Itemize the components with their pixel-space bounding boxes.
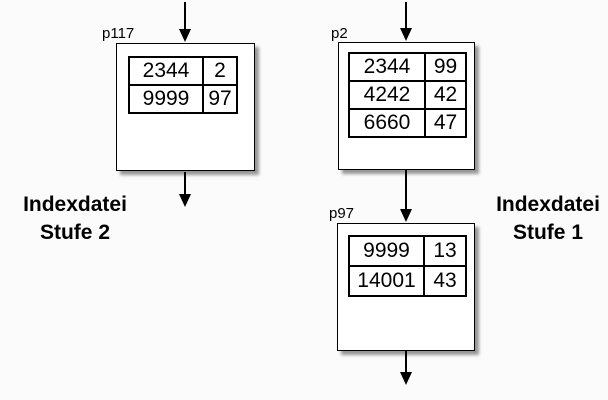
table-row: 9999 97: [128, 84, 238, 114]
node-box-p97: 9999 13 14001 43: [337, 223, 475, 351]
key-cell: 6660: [348, 108, 426, 138]
table-row: 9999 13: [348, 235, 467, 267]
arrow-head-icon: [400, 209, 412, 222]
key-cell: 9999: [128, 84, 204, 114]
arrow-p2-to-p97: [400, 170, 412, 222]
table-row: 6660 47: [348, 108, 467, 138]
caption-line-1: Indexdatei: [496, 193, 600, 216]
caption-line-2: Stufe 1: [512, 221, 583, 244]
key-cell: 2344: [128, 56, 204, 86]
caption-line-2: Stufe 2: [39, 221, 110, 244]
arrow-into-p2: [400, 2, 412, 41]
table-row: 2344 2: [128, 56, 238, 86]
table-row: 2344 99: [348, 52, 467, 82]
key-cell: 14001: [348, 265, 425, 297]
node-label-p97: p97: [329, 205, 355, 222]
node-label-p117: p117: [102, 25, 135, 42]
key-cell: 4242: [348, 80, 426, 110]
arrow-out-of-p117: [179, 172, 191, 207]
arrow-line: [405, 351, 407, 372]
node-box-p117: 2344 2 9999 97: [116, 43, 255, 171]
index-table-p97: 9999 13 14001 43: [348, 235, 467, 297]
arrow-head-icon: [179, 194, 191, 207]
arrow-head-icon: [400, 28, 412, 41]
index-table-p117: 2344 2 9999 97: [128, 56, 238, 114]
arrow-line: [184, 172, 186, 194]
arrow-line: [405, 170, 407, 209]
arrow-line: [405, 2, 407, 28]
node-box-p2: 2344 99 4242 42 6660 47: [338, 42, 475, 170]
pointer-cell: 97: [202, 84, 238, 114]
caption-indexdatei-stufe-2: Indexdatei Stufe 2: [0, 191, 150, 247]
caption-line-1: Indexdatei: [23, 193, 127, 216]
arrow-out-of-p97: [400, 351, 412, 385]
key-cell: 9999: [348, 235, 425, 267]
arrow-head-icon: [400, 372, 412, 385]
pointer-cell: 2: [202, 56, 238, 86]
caption-indexdatei-stufe-1: Indexdatei Stufe 1: [483, 191, 608, 247]
pointer-cell: 13: [423, 235, 467, 267]
pointer-cell: 43: [423, 265, 467, 297]
table-row: 4242 42: [348, 80, 467, 110]
pointer-cell: 42: [424, 80, 467, 110]
index-table-p2: 2344 99 4242 42 6660 47: [348, 52, 467, 138]
pointer-cell: 47: [424, 108, 467, 138]
arrow-head-icon: [179, 29, 191, 42]
key-cell: 2344: [348, 52, 426, 82]
pointer-cell: 99: [424, 52, 467, 82]
table-row: 14001 43: [348, 265, 467, 297]
arrow-into-p117: [179, 2, 191, 42]
node-label-p2: p2: [331, 25, 348, 42]
arrow-line: [184, 2, 186, 29]
